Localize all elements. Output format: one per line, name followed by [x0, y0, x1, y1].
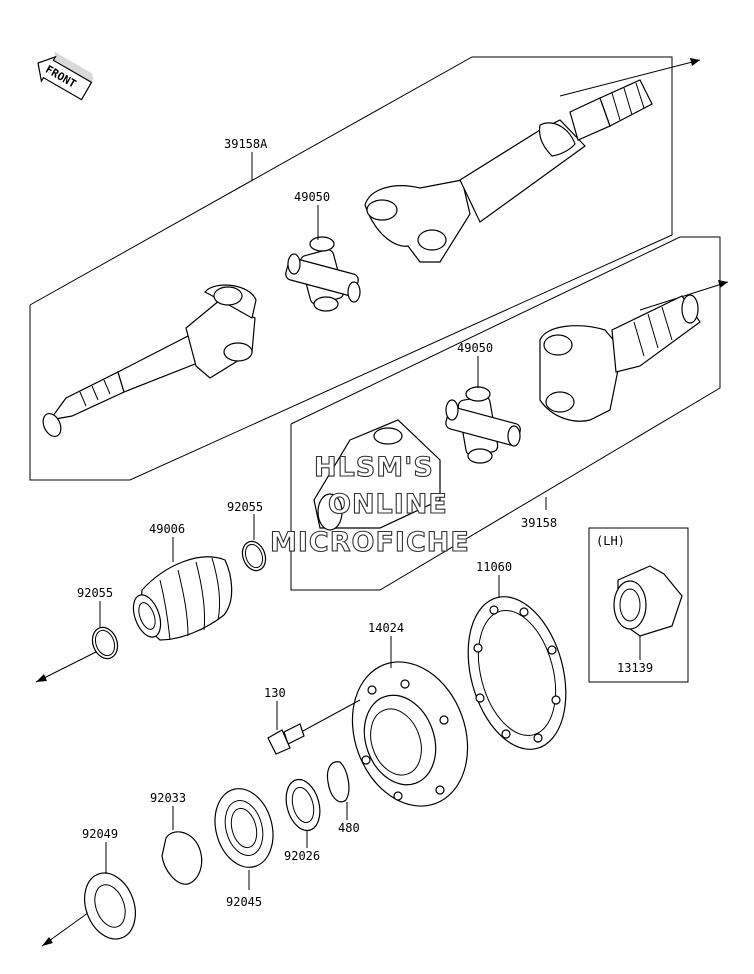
lh-label: (LH)	[596, 534, 625, 548]
washer-92026	[285, 778, 321, 832]
label-11060: 11060	[476, 560, 512, 574]
oil-seal-92049	[84, 872, 136, 940]
label-49006: 49006	[149, 522, 185, 536]
frame-39158A	[29, 56, 673, 481]
snap-ring-480	[326, 761, 350, 803]
drive-shaft-39158	[313, 294, 701, 531]
gasket-11060	[467, 596, 567, 750]
housing-14024	[351, 661, 469, 807]
axis-arrows	[35, 58, 729, 947]
watermark-line-3: MICROFICHE	[270, 527, 470, 558]
part-labels: 39158A 49050 49050 39158 92055 49006 920…	[77, 137, 653, 909]
front-arrow-badge: FRONT	[37, 51, 94, 101]
label-92055-lower: 92055	[77, 586, 113, 600]
lh-inset-box: (LH)	[588, 527, 689, 683]
circlip-92033	[161, 831, 203, 885]
label-92045: 92045	[226, 895, 262, 909]
label-13139: 13139	[617, 661, 653, 675]
label-92055-upper: 92055	[227, 500, 263, 514]
label-49050-lower: 49050	[457, 341, 493, 355]
label-39158A: 39158A	[224, 137, 268, 151]
label-480: 480	[338, 821, 360, 835]
drive-shaft-39158A	[42, 79, 653, 437]
label-92033: 92033	[150, 791, 186, 805]
coupling-13139	[613, 565, 683, 637]
watermark-line-1: HLSM'S	[314, 452, 434, 483]
universal-joint-49050-top	[285, 236, 361, 312]
label-92026: 92026	[284, 849, 320, 863]
label-92049: 92049	[82, 827, 118, 841]
ring-92055-upper	[241, 540, 267, 572]
boot-49006	[132, 556, 233, 641]
leader-lines	[99, 152, 641, 890]
watermark: HLSM'S ONLINE MICROFICHE	[269, 451, 470, 558]
frame-39158	[290, 236, 721, 591]
ring-92055-lower	[91, 626, 119, 660]
label-49050-top: 49050	[294, 190, 330, 204]
bearing-92045	[214, 788, 274, 868]
label-39158: 39158	[521, 516, 557, 530]
watermark-line-2: ONLINE	[328, 489, 448, 520]
label-14024: 14024	[368, 621, 404, 635]
universal-joint-49050-lower	[445, 386, 521, 464]
bolt-130	[267, 699, 361, 755]
label-130: 130	[264, 686, 286, 700]
